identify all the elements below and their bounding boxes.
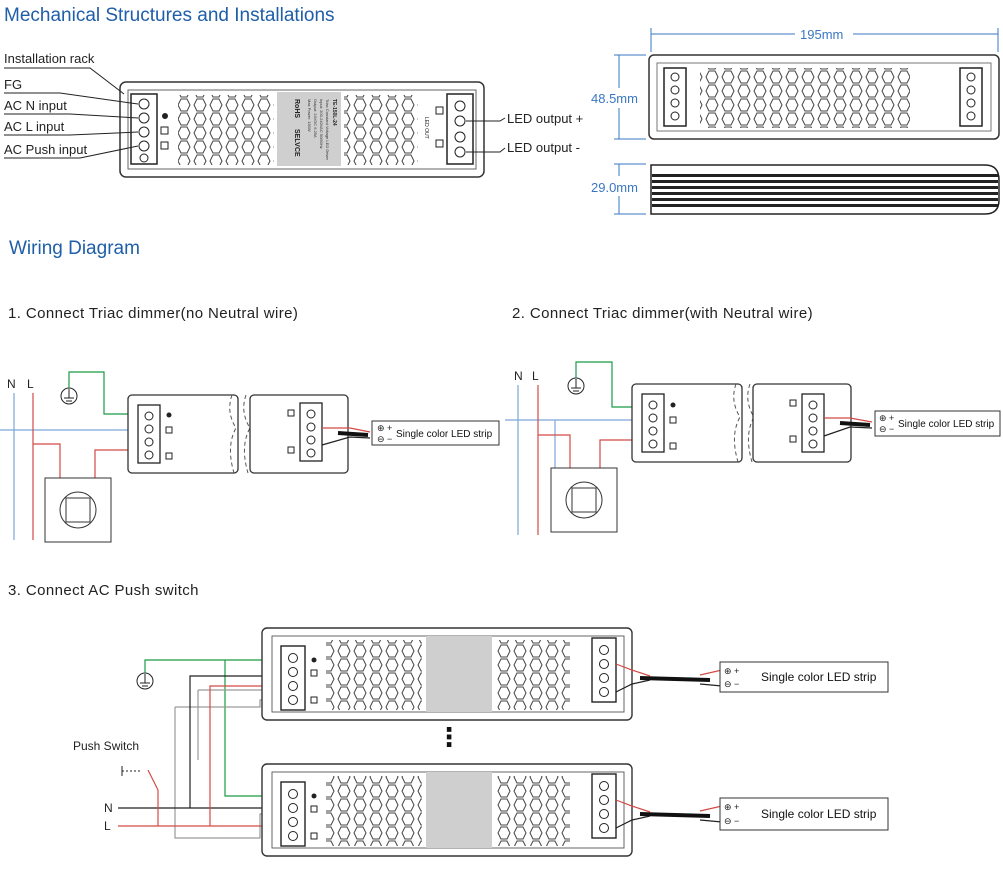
wiring-heading: Wiring Diagram [9, 238, 140, 259]
d3-ellipsis: ⋮ [436, 722, 462, 752]
label-ac-push: AC Push input [4, 142, 87, 157]
svg-text:⊕ +: ⊕ + [879, 413, 894, 423]
label-ac-n: AC N input [4, 98, 67, 113]
svg-text:LED OUT: LED OUT [423, 117, 429, 139]
label-led-output-minus: LED output - [507, 140, 580, 155]
diagram3-title: 3. Connect AC Push switch [8, 582, 199, 599]
d1-earth-icon [60, 387, 78, 405]
d1-strip-label: Single color LED strip [396, 429, 493, 440]
led-out-label: LED OUT [423, 117, 429, 139]
d2-strip-label: Single color LED strip [898, 419, 995, 430]
svg-text:CE: CE [293, 147, 300, 157]
d1-wire-dim-out [94, 449, 140, 478]
d3-driver-a [261, 627, 633, 721]
input-terminal-block [130, 93, 158, 165]
svg-text:Triac Constant Voltage LED Dri: Triac Constant Voltage LED Driver [325, 99, 330, 161]
d3-driver-b [261, 763, 633, 857]
label-ac-l: AC L input [4, 119, 65, 134]
d1-wire-earth [68, 371, 140, 415]
svg-text:Input: 200-240VAC 50/60Hz: Input: 200-240VAC 50/60Hz [319, 99, 324, 149]
svg-text:⊖ −: ⊖ − [724, 816, 739, 826]
driver-side-view [650, 164, 1000, 215]
diagram3: Push Switch N L [73, 627, 889, 857]
driver-top-view: TE-150L-24 Triac Constant Voltage LED Dr… [119, 81, 485, 178]
label-installation-rack: Installation rack [4, 51, 95, 66]
mechanical-heading: Mechanical Structures and Installations [4, 5, 335, 26]
d1-led-strip [371, 420, 500, 446]
d3-push-switch-label: Push Switch [73, 739, 139, 753]
dim-height: 29.0mm [591, 180, 638, 195]
svg-text:⊕ +: ⊕ + [377, 423, 392, 433]
svg-text:⊕ +: ⊕ + [724, 802, 739, 812]
dim-length: 195mm [800, 27, 843, 42]
d3-l-label: L [104, 819, 111, 833]
input-pin-symbols [160, 113, 169, 150]
d2-wire-l-h [538, 434, 571, 468]
d2-led-strip [874, 410, 1001, 437]
d2-earth-icon [567, 377, 585, 395]
d1-n-label: N [7, 377, 16, 391]
svg-text:⊖ −: ⊖ − [724, 679, 739, 689]
d2-dimmer [550, 467, 618, 533]
svg-text:SELV: SELV [293, 129, 300, 147]
output-terminal-block [446, 93, 474, 165]
svg-text:RoHS: RoHS [293, 99, 300, 118]
label-led-output-plus: LED output + [507, 111, 583, 126]
svg-text:⊖ −: ⊖ − [879, 424, 894, 434]
diagram1: N L [0, 371, 500, 543]
callout-leaders [4, 67, 506, 159]
d1-wire-l-h [33, 443, 61, 478]
label-fg: FG [4, 77, 22, 92]
product-label-text: TE-150L-24 Triac Constant Voltage LED Dr… [293, 99, 337, 161]
d3-led-strip-b [719, 797, 889, 831]
mechanical-callouts: Installation rack FG AC N input AC L inp… [4, 51, 583, 157]
d3-strip-label-b: Single color LED strip [761, 807, 877, 821]
diagram2: N L [505, 361, 1001, 535]
svg-text:⊖ −: ⊖ − [377, 434, 392, 444]
dim-width: 48.5mm [591, 91, 638, 106]
output-terminal-screws [454, 100, 466, 158]
output-pin-symbols [435, 106, 444, 148]
svg-text:Max Power: 150W: Max Power: 150W [307, 99, 312, 132]
d1-l-label: L [27, 377, 34, 391]
svg-text:⊕ +: ⊕ + [724, 666, 739, 676]
input-terminal-screws [138, 98, 150, 163]
d2-wire-dim-out [599, 439, 645, 468]
diagram2-title: 2. Connect Triac dimmer(with Neutral wir… [512, 305, 814, 322]
d1-dimmer [44, 477, 112, 543]
d2-wire-earth [575, 361, 645, 408]
d2-n-label: N [514, 369, 523, 383]
d3-strip-label-a: Single color LED strip [761, 670, 877, 684]
diagram1-title: 1. Connect Triac dimmer(no Neutral wire) [8, 305, 299, 322]
driver-dimension-top-view [648, 54, 1000, 140]
d3-earth-icon [136, 672, 154, 690]
d3-led-strip-a [719, 661, 889, 693]
svg-text:TE-150L-24: TE-150L-24 [331, 99, 337, 126]
svg-text:Output: 24VDC 6.25A: Output: 24VDC 6.25A [313, 99, 318, 138]
product-label [277, 92, 341, 166]
d2-l-label: L [532, 369, 539, 383]
dimension-labels: 195mm 48.5mm 29.0mm [591, 27, 843, 195]
dimension-lines [614, 28, 999, 215]
d3-n-label: N [104, 801, 113, 815]
